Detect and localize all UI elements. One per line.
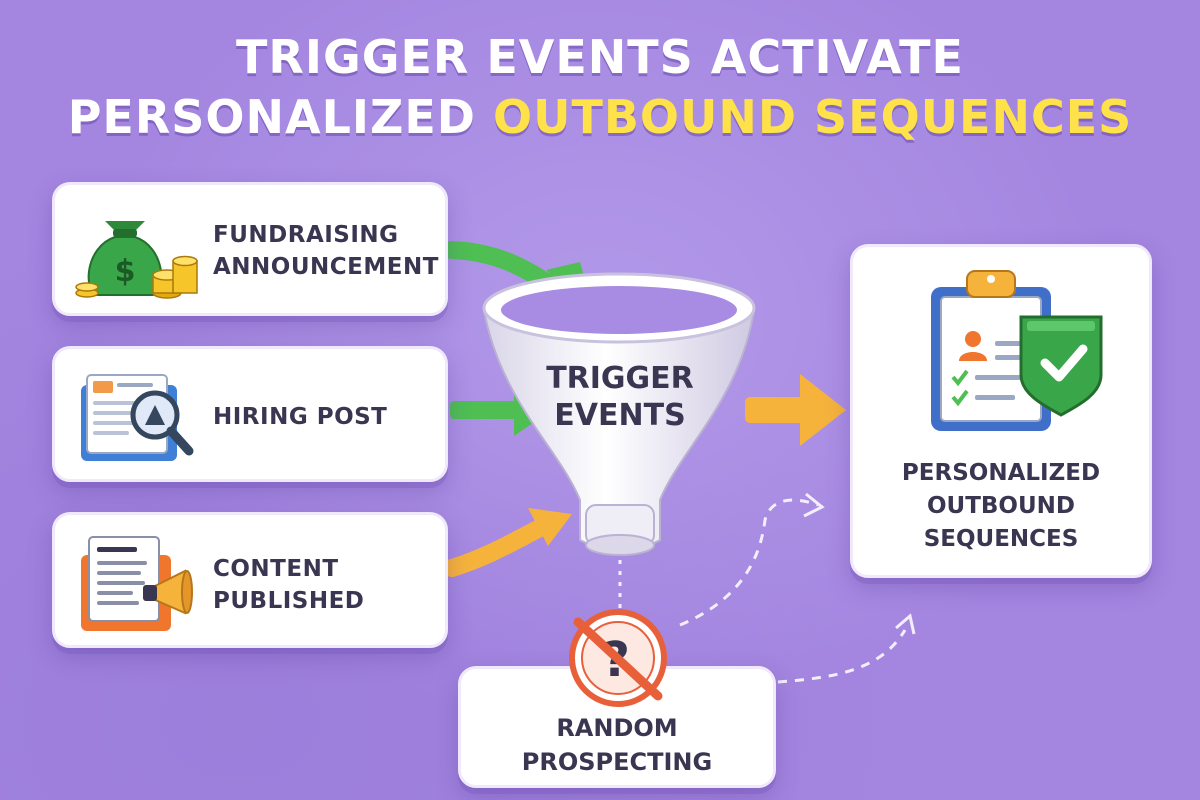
random-dashed-arrow-2-head	[895, 613, 916, 635]
content-arrow	[443, 519, 549, 577]
personalized-outbound-card: PERSONALIZED OUTBOUND SEQUENCES	[850, 244, 1152, 578]
content-published-label-line-2: PUBLISHED	[213, 588, 365, 614]
output-arrow	[745, 397, 807, 423]
funnel-label: TRIGGER EVENTS	[520, 360, 720, 434]
personalized-outbound-label-line-2: OUTBOUND	[926, 493, 1076, 519]
funnel-label-line-1: TRIGGER	[546, 361, 694, 396]
content-published-label-line-1: CONTENT	[213, 556, 339, 582]
no-question-icon: ?	[569, 609, 667, 707]
funnel-opening	[501, 286, 737, 334]
content-arrow-head	[528, 508, 572, 546]
title-line-1: TRIGGER EVENTS ACTIVATE	[236, 30, 964, 84]
random-prospecting-label: RANDOM PROSPECTING	[461, 711, 773, 779]
random-prospecting-label-line-2: PROSPECTING	[521, 748, 713, 776]
hiring-post-card: HIRING POST	[52, 346, 448, 482]
funnel-spout-bottom	[585, 534, 655, 556]
document-megaphone-icon	[81, 536, 193, 631]
content-published-card: CONTENT PUBLISHED	[52, 512, 448, 648]
hiring-arrow	[450, 401, 520, 419]
random-prospecting-label-line-1: RANDOM	[556, 714, 678, 742]
svg-text:$: $	[115, 254, 136, 289]
personalized-outbound-label-line-1: PERSONALIZED	[901, 460, 1101, 486]
random-dashed-arrow-1-head	[803, 492, 825, 518]
personalized-outbound-label-line-3: SEQUENCES	[923, 526, 1079, 552]
title-line-2-plain: PERSONALIZED	[67, 90, 493, 144]
fundraising-label-line-1: FUNDRAISING	[213, 222, 399, 248]
fundraising-card: $ FUNDRAISING ANNOUNCEMENT	[52, 182, 448, 316]
random-dashed-arrow-2	[777, 629, 907, 684]
content-published-label: CONTENT PUBLISHED	[213, 553, 364, 617]
hiring-post-label: HIRING POST	[213, 404, 388, 430]
random-dashed-arrow-1	[679, 498, 819, 627]
fundraising-label: FUNDRAISING ANNOUNCEMENT	[213, 219, 439, 283]
title-line-2: PERSONALIZED OUTBOUND SEQUENCES	[0, 90, 1200, 144]
funnel-label-line-2: EVENTS	[554, 398, 686, 433]
clipboard-check-icon	[931, 270, 1103, 431]
title-line-2-accent: OUTBOUND SEQUENCES	[493, 90, 1133, 144]
money-bag-icon: $	[75, 221, 198, 299]
fundraising-label-line-2: ANNOUNCEMENT	[213, 254, 439, 280]
output-arrow-head	[800, 374, 846, 446]
job-post-search-icon	[81, 374, 194, 461]
personalized-outbound-label: PERSONALIZED OUTBOUND SEQUENCES	[853, 457, 1149, 556]
